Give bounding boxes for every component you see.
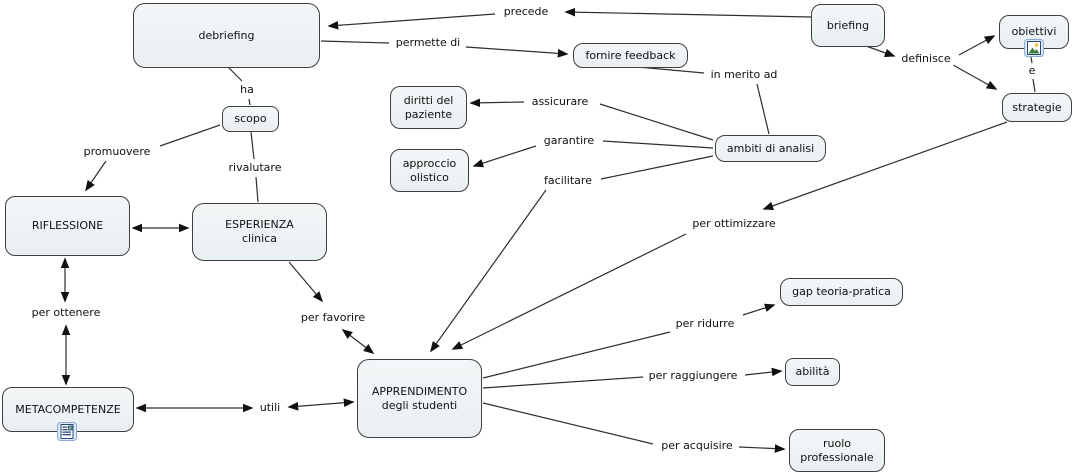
link-label-garantire[interactable]: garantire — [540, 134, 598, 148]
node-fornire-feedback[interactable]: fornire feedback — [573, 43, 688, 68]
node-apprendimento-degli-studenti[interactable]: APPRENDIMENTO degli studenti — [357, 359, 482, 438]
document-resource-icon[interactable] — [57, 422, 77, 441]
link-label-promuovere[interactable]: promuovere — [80, 145, 154, 159]
node-label: RIFLESSIONE — [31, 219, 104, 232]
link-label-in-merito-ad[interactable]: in merito ad — [707, 68, 781, 82]
node-label: approccio — [402, 156, 457, 170]
node-label: abilità — [795, 365, 830, 378]
node-debriefing[interactable]: debriefing — [133, 3, 320, 68]
link-label-per-ottenere[interactable]: per ottenere — [28, 306, 104, 320]
link-label-ha[interactable]: ha — [237, 83, 257, 97]
link-label-facilitare[interactable]: facilitare — [541, 174, 595, 188]
node-label: ESPERIENZA — [225, 218, 294, 231]
link-label-utili[interactable]: utili — [256, 401, 284, 415]
node-approccio-olistico[interactable]: approccio olistico — [390, 149, 469, 192]
node-label: clinica — [242, 232, 277, 245]
link-label-precede[interactable]: precede — [500, 5, 552, 19]
link-label-per-acquisire[interactable]: per acquisire — [658, 439, 736, 453]
link-label-definisce[interactable]: definisce — [898, 52, 954, 66]
node-label: METACOMPETENZE — [15, 402, 121, 416]
node-label: degli studenti — [381, 398, 458, 412]
node-label: ambiti di analisi — [726, 141, 815, 155]
node-scopo[interactable]: scopo — [222, 106, 279, 132]
node-label: debriefing — [198, 28, 255, 42]
node-esperienza-clinica[interactable]: ESPERIENZA clinica — [192, 203, 327, 261]
link-label-per-favorire[interactable]: per favorire — [297, 311, 369, 325]
node-label: ruolo — [822, 436, 851, 450]
node-ambiti-di-analisi[interactable]: ambiti di analisi — [715, 135, 826, 162]
node-diritti-del-paziente[interactable]: diritti del paziente — [390, 86, 467, 129]
node-label: olistico — [410, 170, 449, 184]
node-label: diritti del — [403, 93, 454, 107]
node-label: scopo — [234, 112, 267, 125]
node-abilita[interactable]: abilità — [785, 358, 840, 386]
node-label: briefing — [826, 18, 870, 32]
link-label-permette-di[interactable]: permette di — [392, 36, 464, 50]
link-label-assicurare[interactable]: assicurare — [528, 95, 592, 109]
node-gap-teoria-pratica[interactable]: gap teoria-pratica — [780, 278, 903, 306]
image-resource-icon[interactable] — [1024, 39, 1044, 57]
node-briefing[interactable]: briefing — [811, 4, 885, 47]
node-label: strategie — [1012, 100, 1062, 114]
link-label-per-ridurre[interactable]: per ridurre — [672, 317, 738, 331]
node-label: fornire feedback — [585, 48, 676, 62]
link-label-per-ottimizzare[interactable]: per ottimizzare — [689, 217, 779, 231]
node-label: APPRENDIMENTO — [371, 384, 468, 398]
node-ruolo-professionale[interactable]: ruolo professionale — [789, 429, 885, 472]
link-label-per-raggiungere[interactable]: per raggiungere — [645, 369, 741, 383]
node-label: professionale — [800, 450, 874, 464]
node-strategie[interactable]: strategie — [1002, 93, 1072, 122]
node-label: gap teoria-pratica — [792, 285, 891, 298]
node-riflessione[interactable]: RIFLESSIONE — [5, 196, 130, 256]
node-label: obiettivi — [1011, 25, 1057, 38]
node-label: paziente — [404, 107, 453, 121]
link-label-e[interactable]: e — [1025, 64, 1039, 78]
link-label-rivalutare[interactable]: rivalutare — [225, 161, 285, 175]
